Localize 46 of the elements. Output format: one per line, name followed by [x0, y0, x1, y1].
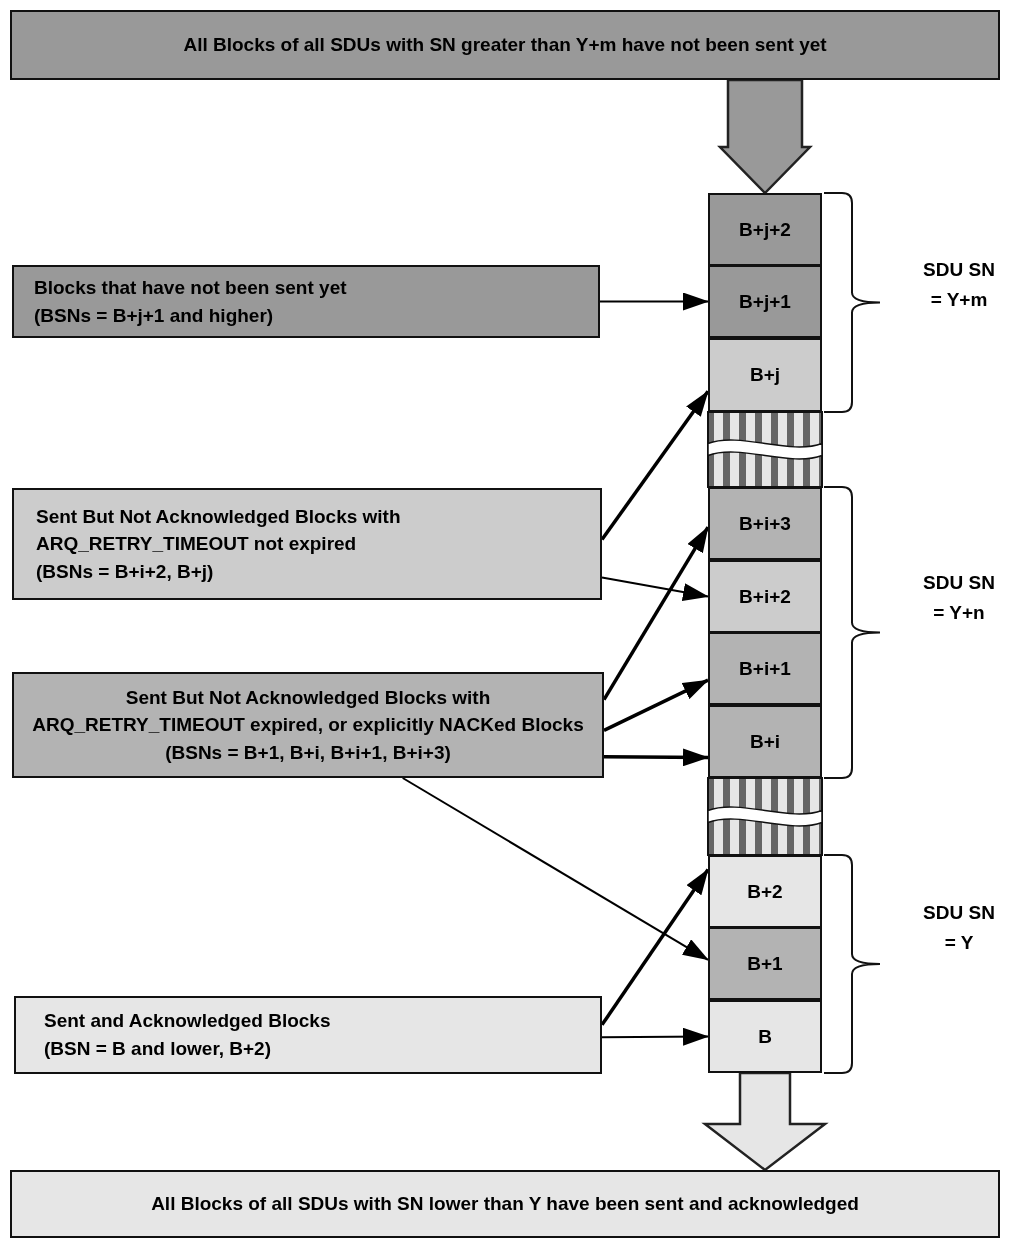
- block-number: B+j: [748, 363, 782, 388]
- box-text: Sent But Not Acknowledged Blocks with ARQ_RETRY_TIMEOUT not expired: [36, 504, 402, 557]
- legend-box: [14, 996, 602, 1074]
- box-text: Sent But Not Acknowledged Blocks with ARQ_RETRY_TIMEOUT expired, or explicitly NACKed Blocks (BSNs = B+1, B+i, B+i+1, B+i+3): [31, 685, 585, 765]
- box-text: All Blocks of all SDUs with SN lower than Y have been sent and acknowledged: [150, 1192, 860, 1217]
- block-cell: [708, 1000, 822, 1073]
- box-text: (BSN = B and lower, B+2): [44, 1037, 272, 1061]
- block-cell: [708, 338, 822, 412]
- block-number: B+i+2: [738, 584, 792, 609]
- block-cell: [708, 632, 822, 705]
- block-number: B+j+1: [738, 289, 792, 314]
- arrow: [604, 748, 709, 767]
- block-arrow: [701, 1071, 829, 1172]
- arrow: [601, 1027, 709, 1046]
- banner-box: [10, 10, 1000, 80]
- block-number: B+i+1: [738, 656, 792, 681]
- legend-box: [12, 488, 602, 600]
- block-number: B+j+2: [738, 217, 792, 242]
- box-text: (BSNs = B+j+1 and higher): [34, 303, 275, 328]
- block-cell: [708, 560, 822, 633]
- box-text: Sent and Acknowledged Blocks: [44, 1009, 332, 1034]
- block-cell: [708, 855, 822, 928]
- sdu-label: SDU SN = Y+n: [922, 571, 996, 625]
- block-number: B+i+3: [738, 511, 792, 536]
- legend-box: [12, 265, 600, 338]
- block-arrow: [717, 78, 813, 195]
- block-cell: [708, 265, 822, 338]
- arrow: [603, 678, 709, 732]
- sdu-label: SDU SN = Y+m: [922, 258, 996, 312]
- block-cell: [708, 927, 822, 1000]
- block-number: B+2: [746, 879, 784, 904]
- block-cell: [708, 193, 822, 266]
- arrow: [401, 777, 709, 961]
- arrow: [599, 292, 709, 311]
- box-text: All Blocks of all SDUs with SN greater than Y+m have not been sent yet: [182, 33, 828, 58]
- block-number: B+1: [746, 951, 784, 976]
- block-cell: [708, 487, 822, 560]
- box-text: Blocks that have not been sent yet: [34, 275, 348, 300]
- block-number: B: [757, 1024, 773, 1049]
- sdu-label: SDU SN = Y: [922, 901, 996, 955]
- box-text: (BSNs = B+i+2, B+j): [36, 559, 215, 584]
- block-number: B+i: [748, 729, 782, 754]
- arrow: [601, 576, 709, 601]
- legend-box: [12, 672, 604, 778]
- banner-box: [10, 1170, 1000, 1238]
- block-cell: [708, 705, 822, 778]
